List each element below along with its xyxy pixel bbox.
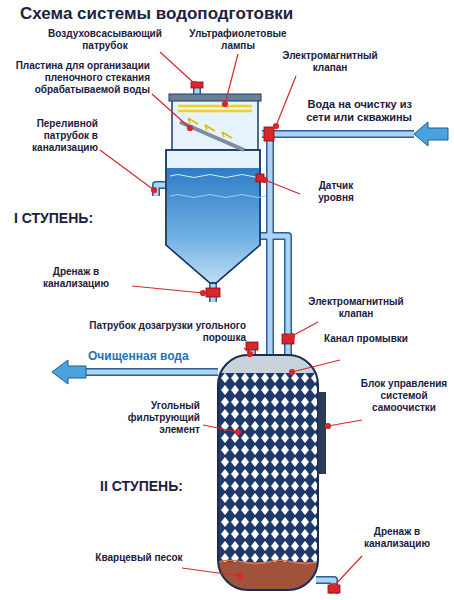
drawing-part: [225, 54, 238, 104]
drawing-part: [334, 556, 362, 586]
callout-label: Пластина для организации пленочного стек…: [0, 60, 150, 96]
drawing-part: [282, 334, 294, 344]
drawing-part: [290, 370, 295, 375]
stage-two-filter: [218, 355, 326, 592]
drawing-part: [170, 195, 266, 198]
drawing-part: [218, 561, 318, 564]
callout-label: Дренаж в канализацию: [20, 266, 132, 290]
drawing-part: [258, 236, 288, 372]
callout-label: Датчик уровня: [300, 180, 372, 204]
stage-one-tank: [166, 94, 266, 283]
drawing-part: [266, 134, 274, 356]
drawing-part: [188, 126, 193, 131]
drawing-part: [169, 94, 261, 101]
callout-label: Воздуховсасывающий патрубок: [40, 28, 170, 52]
drawing-part: [193, 82, 198, 87]
drawing-part: [223, 102, 228, 107]
callout-label: Вода на очистку из сети или скважины: [282, 98, 412, 124]
callout-label: Блок управления системой самоочистки: [358, 378, 450, 414]
callout-label: Переливной патрубок в канализацию: [0, 118, 98, 154]
stage-heading: II СТУПЕНЬ:: [100, 478, 230, 495]
callout-label: Ультрафиолетовые лампы: [178, 28, 298, 52]
callout-label: Патрубок дозагрузки угольного порошка: [76, 320, 246, 344]
drawing-part: [178, 110, 252, 113]
drawing-part: [292, 360, 340, 372]
drawing-part: [274, 124, 279, 129]
uv-lamps: [178, 106, 252, 111]
drawing-part: [262, 130, 414, 138]
drawing-part: [332, 584, 337, 589]
callout-label: Очищенная вода: [88, 349, 198, 363]
drawing-part: [206, 288, 220, 297]
drawing-part: [268, 134, 273, 356]
stage-heading: I СТУПЕНЬ:: [14, 210, 134, 227]
film-plate: [180, 118, 244, 150]
drawing-part: [262, 132, 414, 137]
drawing-part: [191, 82, 203, 88]
drawing-part: [218, 355, 318, 590]
drawing-part: [264, 127, 274, 141]
diagram-title: Схема системы водоподготовки: [20, 4, 293, 24]
drawing-part: [236, 430, 241, 435]
pipe-fill: [86, 84, 414, 594]
pipe-outline: [86, 84, 414, 594]
drawing-part: [100, 150, 154, 190]
drawing-part: [172, 100, 258, 150]
drawing-part: [86, 370, 218, 375]
drawing-part: [290, 334, 295, 339]
drawing-part: [218, 355, 318, 590]
drawing-part: [170, 175, 266, 178]
drawing-part: [292, 322, 318, 336]
inlet-arrow: [414, 122, 448, 146]
drawing-part: [258, 236, 288, 372]
callout-label: Кварцевый песок: [95, 552, 183, 564]
drawing-part: [201, 291, 206, 296]
drawing-part: [166, 150, 260, 283]
callout-label: Электромагнитный клапан: [270, 50, 390, 74]
drawing-part: [152, 188, 157, 193]
drawing-part: [265, 180, 300, 194]
drawing-part: [178, 105, 252, 108]
callout-label: Электромагнитный клапан: [295, 296, 417, 320]
drawing-part: [188, 118, 232, 138]
callout-label: Угольный фильтрующий элемент: [92, 400, 200, 436]
drawing-part: [326, 424, 331, 429]
callout-label: Канал промывки: [322, 333, 410, 345]
control-block: [318, 392, 326, 474]
drawing-part: [218, 355, 318, 373]
drawing-part: [132, 286, 203, 293]
drawing-part: [248, 352, 253, 357]
drawing-part: [166, 150, 260, 283]
drawing-part: [218, 355, 318, 590]
drawing-part: [180, 122, 244, 150]
drawing-part: [276, 76, 296, 126]
callout-label: Дренаж в канализацию: [345, 526, 449, 550]
drawing-part: [182, 568, 240, 576]
drawing-part: [152, 94, 190, 128]
drawing-part: [263, 178, 268, 183]
drawing-part: [238, 574, 243, 579]
drawing-part: [328, 420, 362, 426]
outlet-arrow: [52, 360, 86, 384]
drawing-part: [160, 52, 195, 84]
drawing-part: [246, 342, 258, 350]
drawing-part: [167, 168, 259, 282]
drawing-part: [203, 425, 238, 432]
drawing-part: [86, 368, 218, 376]
